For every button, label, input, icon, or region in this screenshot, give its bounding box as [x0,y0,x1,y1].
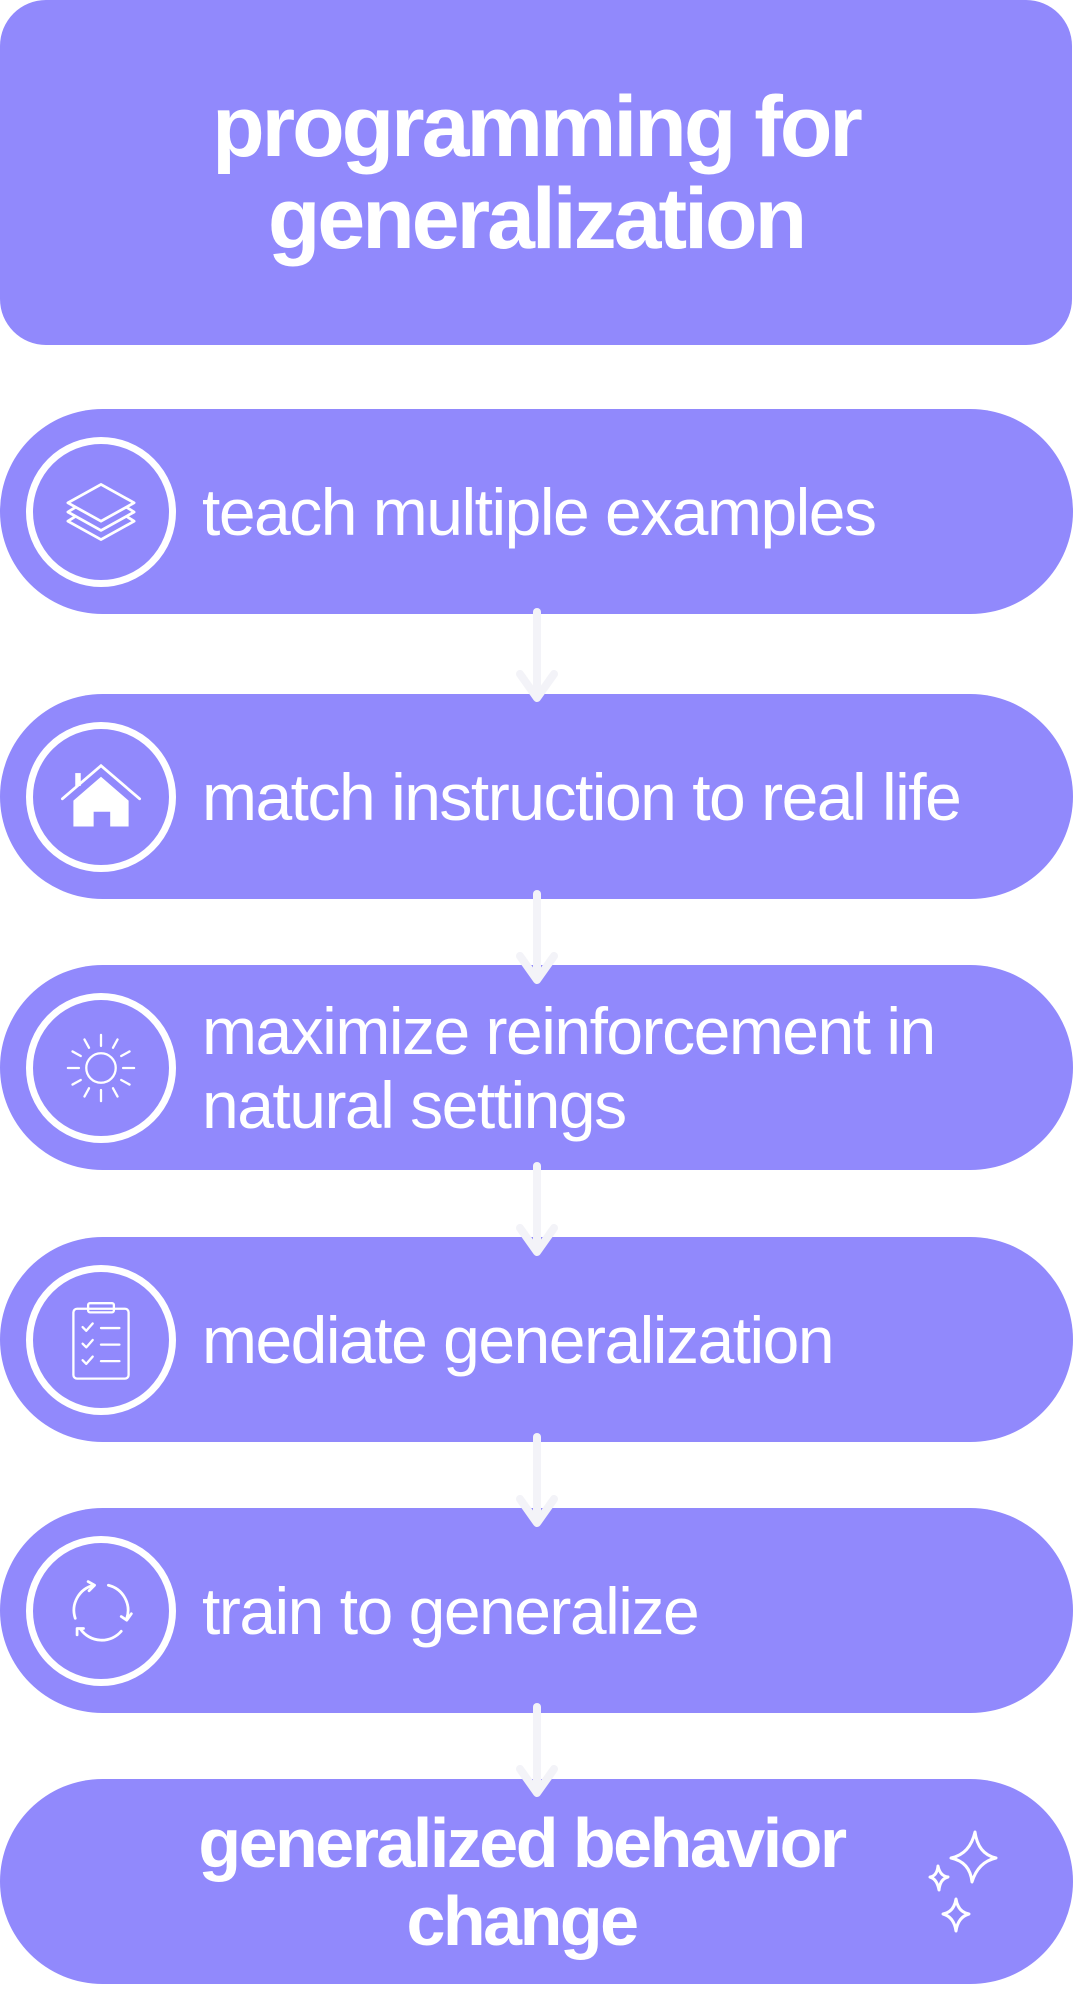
step-label: teach multiple examples [202,474,877,549]
title-box: programming for generalization [0,0,1072,345]
arrow-down-icon [516,1162,558,1256]
step-teach-multiple-examples: teach multiple examples [0,409,1073,614]
icon-circle [26,993,176,1143]
icon-circle [26,1265,176,1415]
arrow-down-icon [516,890,558,984]
icon-circle [26,1536,176,1686]
step-label: mediate generalization [202,1302,835,1377]
arrow-down-icon [516,1703,558,1797]
icon-circle [26,722,176,872]
outcome-generalized-behavior-change: generalized behavior change [0,1779,1073,1984]
arrow-down-icon [516,608,558,702]
cycle-arrows-icon [72,1580,133,1642]
layers-icon [66,483,136,541]
step-label: maximize reinforcement in natural settin… [202,993,936,1142]
arrow-down-icon [516,1433,558,1527]
step-mediate-generalization: mediate generalization [0,1237,1073,1442]
sun-icon [66,1033,136,1103]
title-line-1: programming for [212,78,863,175]
outcome-label: generalized behavior change [198,1803,847,1960]
step-match-instruction: match instruction to real life [0,694,1073,899]
icon-circle [26,437,176,587]
page-title: programming for generalization [212,78,863,267]
sparkles-icon [928,1830,998,1933]
clipboard-checklist-icon [72,1302,130,1380]
step-label: train to generalize [202,1573,700,1648]
title-line-2: generalization [267,170,807,267]
step-label: match instruction to real life [202,759,962,834]
house-icon [60,763,142,827]
step-train-to-generalize: train to generalize [0,1508,1073,1713]
step-maximize-reinforcement: maximize reinforcement in natural settin… [0,965,1073,1170]
